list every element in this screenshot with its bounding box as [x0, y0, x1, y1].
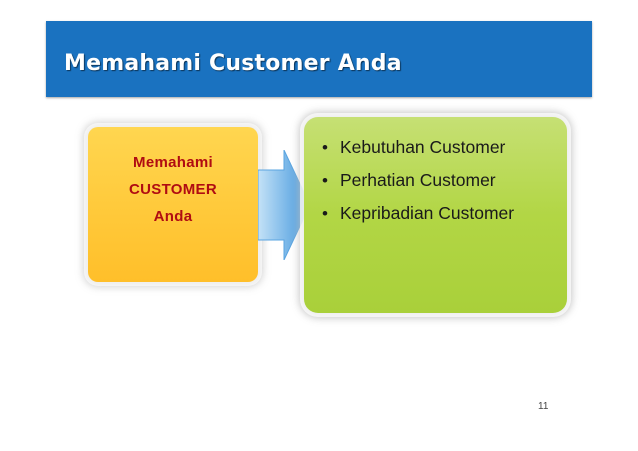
list-item-text: Perhatian Customer [340, 170, 496, 190]
slide-title: Memahami Customer Anda [64, 51, 402, 76]
page-number: 11 [538, 401, 549, 412]
list-item-text: Kebutuhan Customer [340, 137, 506, 157]
list-item: • Kebutuhan Customer [322, 135, 555, 160]
bullet-icon: • [322, 138, 328, 157]
bullet-icon: • [322, 171, 328, 190]
title-bar: Memahami Customer Anda [46, 21, 592, 97]
list-item: • Perhatian Customer [322, 168, 555, 193]
list-item: • Kepribadian Customer [322, 201, 555, 226]
customer-box-label: Memahami CUSTOMER Anda [129, 154, 217, 225]
customer-aspects-list: • Kebutuhan Customer • Perhatian Custome… [322, 135, 555, 226]
customer-aspects-box: • Kebutuhan Customer • Perhatian Custome… [304, 117, 567, 313]
right-arrow-icon [258, 150, 310, 260]
list-item-text: Kepribadian Customer [340, 203, 515, 223]
customer-box: Memahami CUSTOMER Anda [88, 127, 258, 282]
bullet-icon: • [322, 204, 328, 223]
